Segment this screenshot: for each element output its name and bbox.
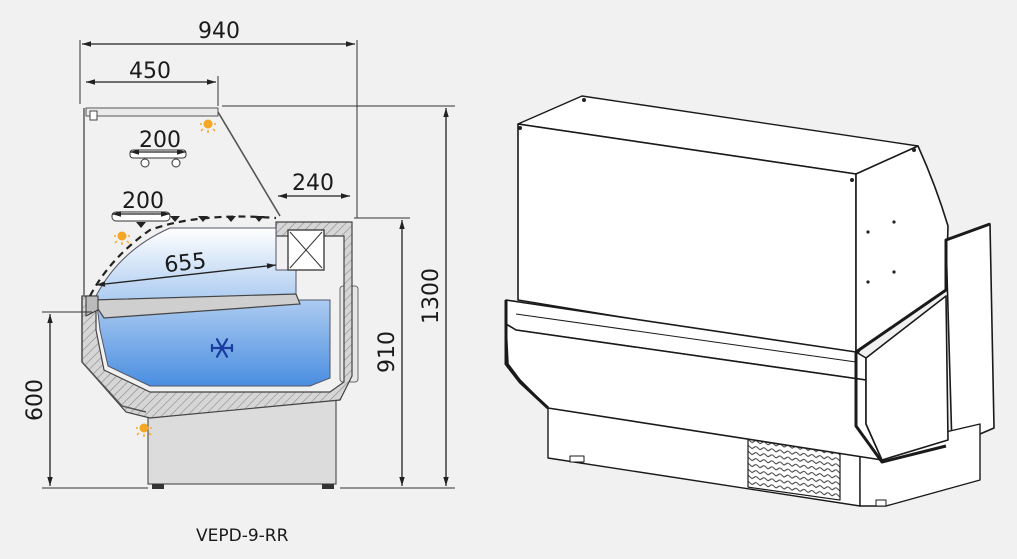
canopy-top bbox=[85, 107, 219, 117]
front-glass bbox=[81, 296, 147, 413]
dim-top-shelf-depth: 450 bbox=[129, 59, 171, 84]
counter-side-face bbox=[865, 295, 949, 461]
light-icon bbox=[114, 231, 130, 245]
dim-rear-counter-depth: 240 bbox=[292, 171, 334, 196]
base-side-panel bbox=[859, 423, 981, 507]
snowflake-icon bbox=[210, 338, 234, 358]
foot-right bbox=[322, 484, 334, 489]
foot-left bbox=[152, 484, 164, 489]
isometric-view bbox=[504, 95, 995, 507]
dim-display-depth: 655 bbox=[163, 249, 207, 278]
dim-total-height: 1300 bbox=[419, 268, 444, 324]
counter-front-outline bbox=[504, 300, 550, 410]
canopy-glass bbox=[217, 111, 281, 217]
dim-line-display-depth bbox=[95, 263, 277, 287]
dim-front-height: 600 bbox=[23, 379, 48, 421]
side-section-view: 940 450 200 200 240 655 1300 910 600 bbox=[23, 19, 455, 489]
model-label: VEPD-9-RR bbox=[196, 526, 289, 546]
light-icon bbox=[200, 119, 216, 133]
light-icon bbox=[136, 423, 152, 437]
dim-upper-shelf-depth: 200 bbox=[139, 128, 181, 153]
display-shelf bbox=[90, 293, 301, 319]
dim-counter-height: 910 bbox=[375, 331, 400, 373]
counter-side-block bbox=[945, 223, 995, 447]
dim-overall-depth: 940 bbox=[198, 19, 240, 44]
shelf-bracket bbox=[85, 295, 99, 317]
dim-lower-shelf-depth: 200 bbox=[122, 189, 164, 214]
